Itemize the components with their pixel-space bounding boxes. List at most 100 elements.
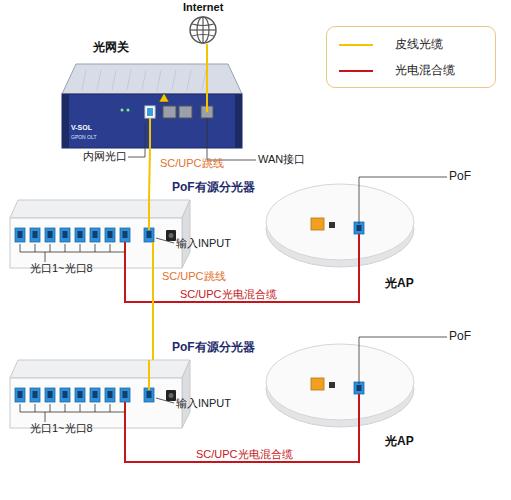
ap-body [266, 344, 414, 420]
power-jack-pin [169, 393, 174, 398]
splitter-device: PoF有源分光器 [10, 200, 190, 268]
fiber-port-core [63, 391, 68, 398]
pof-port [354, 222, 364, 234]
port-label: PoF [449, 330, 471, 344]
lid-groove [157, 70, 161, 90]
input-port-core [147, 231, 152, 238]
fiber-port-core [78, 231, 83, 238]
fiber-port [30, 388, 40, 402]
ethernet-port [163, 106, 176, 118]
wan-port [201, 106, 213, 118]
fiber-port-core [123, 391, 128, 398]
node-heading: Internet [183, 1, 223, 14]
legend-swatch [339, 66, 373, 76]
internet-globe-shape [189, 16, 217, 44]
cable-label: SC/UPC光电混合缆 [196, 448, 293, 461]
legend-text: 光电混合缆 [395, 62, 455, 79]
fiber-cable [149, 148, 150, 200]
pof-port-core [357, 385, 362, 391]
fiber-port-core [93, 391, 98, 398]
model-mark: GPON OLT [71, 135, 96, 141]
fiber-port [145, 106, 155, 118]
device-front [62, 94, 242, 148]
device-top [10, 360, 190, 378]
fiber-port-core [147, 108, 153, 116]
fiber-port [105, 228, 115, 242]
fiber-port-core [93, 231, 98, 238]
pof-port [354, 382, 364, 394]
input-port-core [147, 391, 152, 398]
port-label: 光口1~光口8 [30, 422, 93, 435]
splitter-device-shape [10, 360, 190, 428]
ap-body [266, 184, 414, 260]
warning-sign [159, 93, 169, 102]
port-label: 输入INPUT [176, 237, 231, 250]
cable-label: SC/UPC光电混合缆 [180, 288, 277, 301]
fiber-port [15, 228, 25, 242]
pof-port-core [357, 225, 362, 231]
fiber-port [75, 388, 85, 402]
status-led [121, 109, 124, 112]
input-port [144, 228, 154, 242]
input-port [144, 388, 154, 402]
fiber-port [60, 388, 70, 402]
reset-button [329, 222, 335, 228]
fiber-port-core [108, 391, 113, 398]
device-endcap [235, 94, 242, 148]
lid-groove [172, 70, 176, 90]
device-front [10, 218, 182, 268]
port-label: 输入INPUT [176, 397, 231, 410]
fiber-port [15, 388, 25, 402]
fiber-port [105, 388, 115, 402]
device-side [182, 200, 190, 268]
lid-groove [112, 70, 116, 90]
lid-groove [97, 70, 101, 90]
cable-label: SC/UPC跳线 [160, 157, 224, 170]
legend-box: 皮线光缆光电混合缆 [326, 26, 496, 88]
fiber-port-core [63, 231, 68, 238]
fiber-port-core [33, 391, 38, 398]
globe-outline [190, 17, 216, 43]
fiber-port [75, 228, 85, 242]
legend-swatch [339, 40, 373, 50]
fiber-port-core [48, 231, 53, 238]
fiber-cable [206, 44, 208, 62]
internet-globe: Internet [189, 16, 217, 44]
device-endcap [62, 94, 69, 148]
port-label: 光口1~光口8 [30, 262, 93, 275]
splitter-device: PoF有源分光器 [10, 360, 190, 428]
device-top [10, 200, 190, 218]
splitter-device-shape [10, 200, 190, 268]
fiber-port [120, 228, 130, 242]
node-heading: 光AP [385, 435, 414, 449]
power-jack [166, 230, 176, 241]
ap-device: 光AP [265, 182, 415, 268]
node-heading: 光网关 [93, 41, 129, 55]
lid-groove [142, 70, 146, 90]
lid-groove [187, 70, 191, 90]
ethernet-port [179, 106, 192, 118]
ethernet-port [311, 378, 324, 390]
port-label: WAN接口 [258, 153, 305, 166]
power-jack [166, 390, 176, 401]
legend-text: 皮线光缆 [395, 36, 443, 53]
node-heading: 光AP [385, 277, 414, 291]
hybrid-cable [125, 268, 359, 302]
fiber-port [30, 228, 40, 242]
fiber-port-core [123, 231, 128, 238]
fiber-port [45, 388, 55, 402]
fiber-port-core [18, 391, 23, 398]
globe-parallel [192, 24, 214, 36]
cable-label: SC/UPC跳线 [162, 270, 226, 283]
fiber-port [60, 228, 70, 242]
legend-line [339, 44, 373, 46]
fiber-port-core [78, 391, 83, 398]
status-led [127, 109, 130, 112]
legend-line [339, 70, 373, 72]
fiber-cable [152, 268, 154, 360]
fiber-port [45, 228, 55, 242]
brand-mark: V-SOL [71, 124, 92, 132]
lid-groove [82, 70, 86, 90]
port-label: PoF [449, 170, 471, 184]
